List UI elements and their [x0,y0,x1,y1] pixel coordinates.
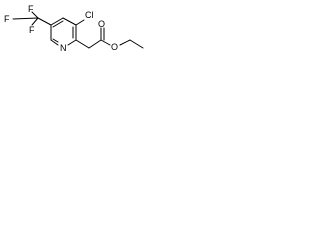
carbonyl-oxygen-label: O [98,19,105,29]
fluorine-left-label: F [4,14,10,24]
chemical-structure-diagram: F F F Cl N O O [4,4,144,53]
nitrogen-label: N [60,43,67,53]
bond-c3-cl [75,19,85,26]
chlorine-label: Cl [85,10,94,20]
fluorine-top-label: F [28,4,34,14]
bond-o-ch2-ethyl [119,39,131,46]
ethyl-acetate-chain: O O [75,19,144,52]
bond-cf3-f-left [12,17,39,20]
bond-cf3-f-bottom [31,17,39,26]
ester-oxygen-label: O [111,42,118,52]
ring-bond-c5-c4 [50,17,64,26]
bond-cf3-f-top [31,11,39,19]
fluorine-bottom-label: F [29,25,35,35]
ring-bond-n-c6 [50,39,59,46]
bond-c2-ch2 [75,39,90,49]
pyridine-ring [50,17,77,46]
ring-bond-c2-n [67,39,77,46]
ring-bond-c4-c3 [62,17,77,26]
bond-c5-cf3 [37,17,52,26]
bond-ch2-carbonyl [88,39,102,49]
chloro-substituent: Cl [75,10,94,26]
bond-ethyl-ch3 [129,39,144,49]
ring-bond-c4-c5-inner [52,20,64,28]
trifluoromethyl-group: F F F [4,4,52,35]
ring-bond-n-c6-inner [52,38,59,43]
bond-carbonyl-o-ester [100,39,111,46]
